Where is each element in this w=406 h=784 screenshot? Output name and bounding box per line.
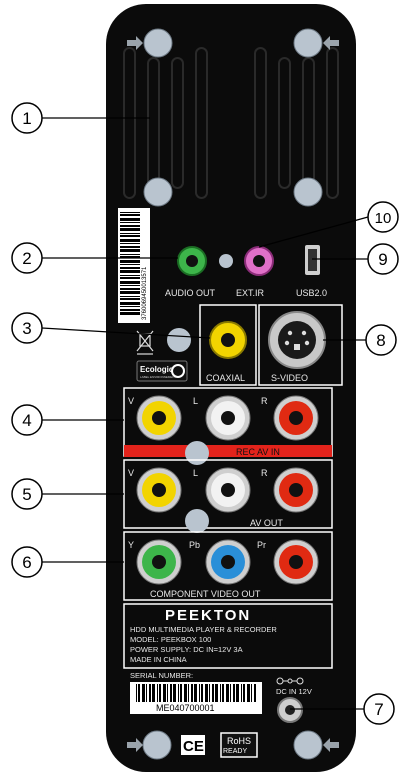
svg-text:POWER SUPPLY: DC IN=12V 3A: POWER SUPPLY: DC IN=12V 3A	[130, 645, 243, 654]
svg-text:READY: READY	[223, 748, 247, 755]
screw-mid-left	[143, 177, 173, 207]
arrow-right-icon	[127, 36, 143, 50]
side-barcode: 3760069450013571	[118, 208, 150, 323]
callout-6: 6	[11, 546, 43, 578]
svg-text:L: L	[193, 396, 198, 406]
brand-logo: PEEKTON	[165, 607, 251, 624]
rec-av-in-band	[124, 445, 332, 457]
svg-text:5: 5	[22, 485, 31, 504]
screw-top-right	[293, 28, 323, 58]
svg-text:Pr: Pr	[257, 540, 266, 550]
callout-1: 1	[11, 102, 43, 134]
callout-10: 10	[367, 201, 399, 233]
mounting-screws	[142, 28, 323, 760]
svg-text:HDD MULTIMEDIA PLAYER & RECORD: HDD MULTIMEDIA PLAYER & RECORDER	[130, 625, 277, 634]
callout-2: 2	[11, 242, 43, 274]
component-pb-jack	[205, 539, 251, 585]
screw-bottom-right	[293, 730, 323, 760]
av-out-label: AV OUT	[250, 518, 283, 528]
svg-text:RoHS: RoHS	[227, 736, 251, 746]
rec-video-jack	[136, 395, 182, 441]
svg-text:V: V	[128, 468, 134, 478]
screw-mid-right	[293, 177, 323, 207]
rohs-badge: RoHS READY	[220, 732, 258, 758]
arrow-icons	[127, 36, 339, 752]
svg-text:4: 4	[22, 411, 31, 430]
component-box	[123, 531, 333, 601]
svg-text:3: 3	[22, 319, 31, 338]
svg-text:Ecologic: Ecologic	[140, 365, 174, 374]
svg-text:LABEL ENVIRONNEMENT: LABEL ENVIRONNEMENT	[140, 375, 177, 379]
callout-5: 5	[11, 478, 43, 510]
svg-text:V: V	[128, 396, 134, 406]
svg-text:2: 2	[22, 249, 31, 268]
out-audio-right-jack	[273, 467, 319, 513]
svg-text:10: 10	[375, 210, 392, 227]
svg-text:Pb: Pb	[189, 540, 200, 550]
indicator-led	[219, 254, 233, 268]
svg-text:R: R	[261, 468, 268, 478]
ext-ir-label: EXT.IR	[236, 288, 265, 298]
screw-top-left	[143, 28, 173, 58]
coaxial-box	[199, 304, 257, 386]
callout-3: 3	[11, 312, 43, 344]
screw-av-out	[185, 509, 209, 533]
screw-rec-av	[185, 441, 209, 465]
screw-small	[167, 328, 191, 352]
dc-in-label: DC IN 12V	[276, 687, 312, 696]
callout-8: 8	[365, 324, 397, 356]
svideo-box	[258, 304, 343, 386]
ce-mark: CE	[181, 735, 205, 755]
serial-number: ME040700001	[156, 703, 215, 713]
svg-text:CE: CE	[183, 738, 204, 755]
svg-text:R: R	[261, 396, 268, 406]
component-pr-jack	[273, 539, 319, 585]
arrow-left-icon	[323, 36, 339, 50]
serial-label: SERIAL NUMBER:	[130, 671, 193, 680]
out-video-jack	[136, 467, 182, 513]
audio-out-label: AUDIO OUT	[165, 288, 216, 298]
svg-text:7: 7	[374, 700, 383, 719]
svg-text:8: 8	[376, 331, 385, 350]
rec-audio-left-jack	[205, 395, 251, 441]
rec-av-in-label: REC AV IN	[236, 447, 280, 457]
callout-leaders	[41, 117, 369, 710]
rec-audio-right-jack	[273, 395, 319, 441]
svideo-label: S-VIDEO	[271, 373, 308, 383]
side-barcode-number: 3760069450013571	[142, 266, 148, 320]
callout-7: 7	[363, 693, 395, 725]
arrow-right-icon	[127, 738, 143, 752]
vent-slots	[123, 47, 339, 199]
svg-text:L: L	[193, 468, 198, 478]
dc-polarity-icon	[276, 677, 304, 685]
svg-text:MADE IN CHINA: MADE IN CHINA	[130, 655, 187, 664]
component-y-jack	[136, 539, 182, 585]
arrow-left-icon	[323, 738, 339, 752]
usb-label: USB2.0	[296, 288, 327, 298]
brand-plate	[123, 603, 333, 669]
svg-text:9: 9	[378, 250, 387, 269]
svg-text:1: 1	[22, 109, 31, 128]
coaxial-label: COAXIAL	[206, 373, 245, 383]
component-label: COMPONENT VIDEO OUT	[150, 589, 261, 599]
callout-9: 9	[367, 243, 399, 275]
svg-text:Y: Y	[128, 540, 134, 550]
svg-text:MODEL: PEEKBOX 100: MODEL: PEEKBOX 100	[130, 635, 211, 644]
callout-4: 4	[11, 404, 43, 436]
svg-text:6: 6	[22, 553, 31, 572]
out-audio-left-jack	[205, 467, 251, 513]
screw-bottom-left	[142, 730, 172, 760]
